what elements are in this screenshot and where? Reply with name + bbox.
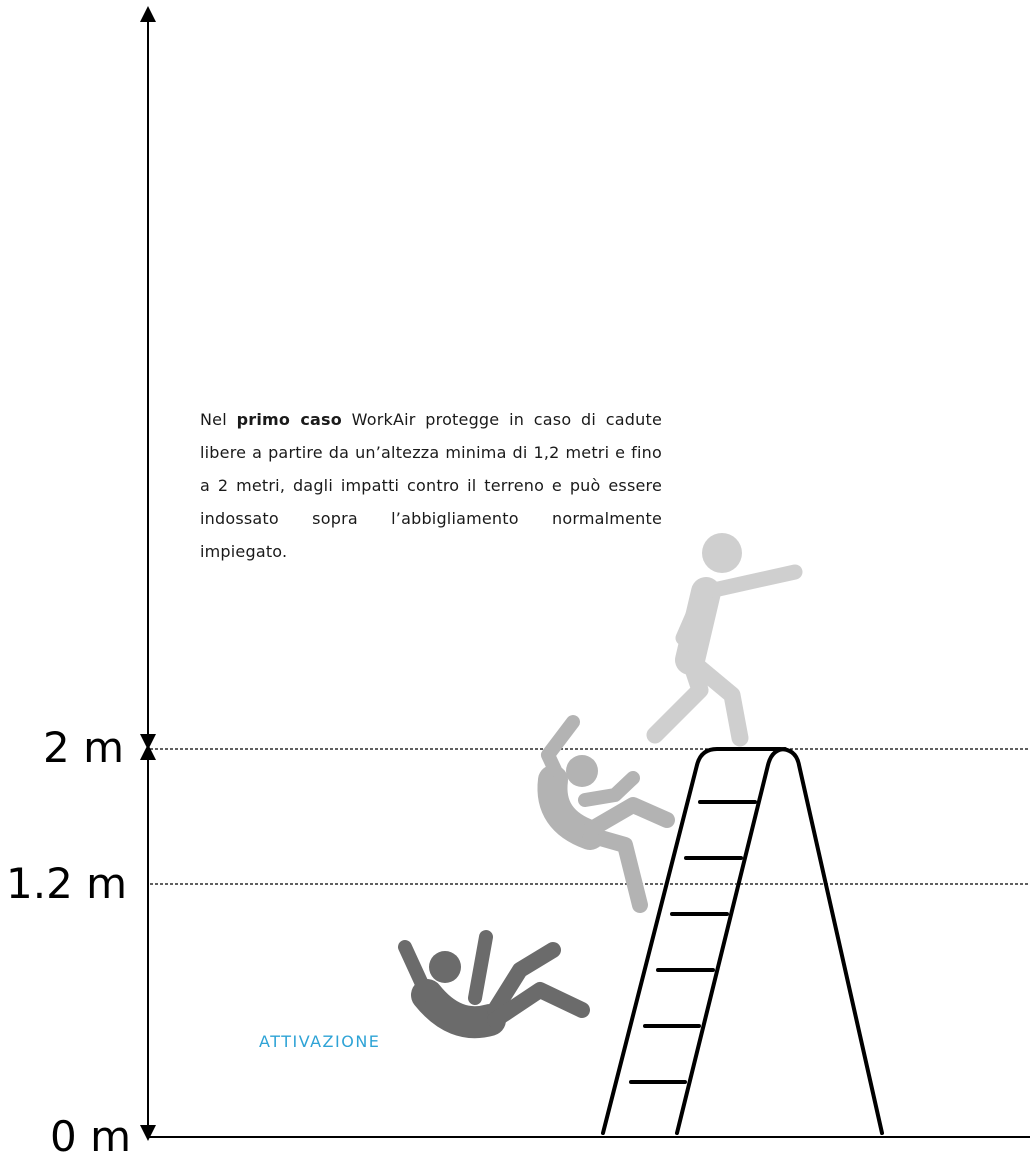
person-fallen-icon — [405, 937, 582, 1022]
height-label-2m: 2 m — [43, 727, 124, 769]
activation-label: ATTIVAZIONE — [259, 1032, 380, 1051]
height-label-1-2m: 1.2 m — [6, 863, 127, 905]
description-body: WorkAir protegge in caso di cadute liber… — [200, 410, 662, 561]
description-intro: Nel — [200, 410, 237, 429]
person-jumping-icon — [655, 533, 795, 738]
description-emphasis: primo caso — [237, 410, 342, 429]
height-label-0m: 0 m — [50, 1116, 131, 1158]
description-text: Nel primo caso WorkAir protegge in caso … — [200, 403, 662, 568]
